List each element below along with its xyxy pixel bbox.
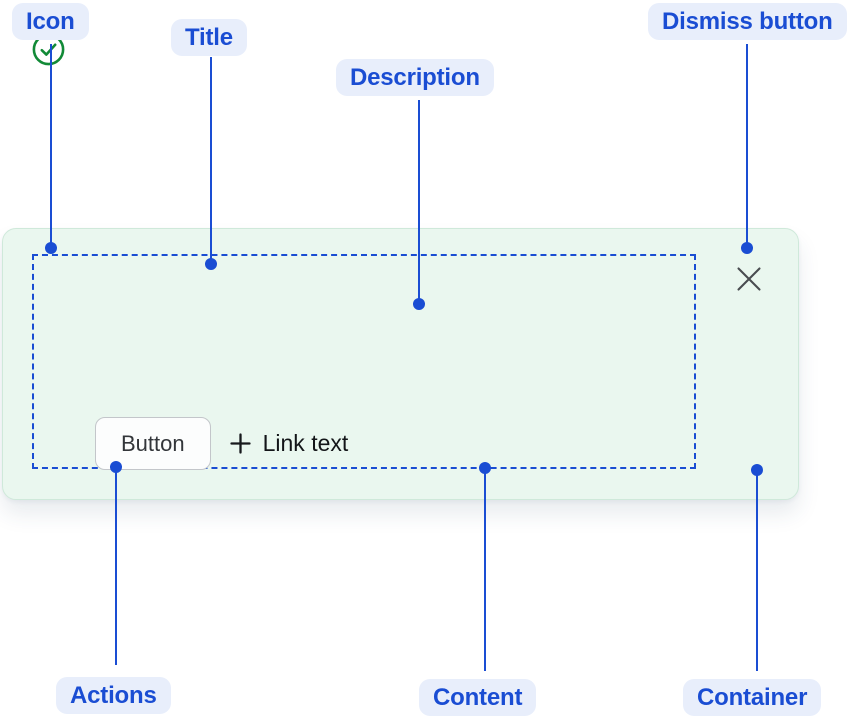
label-dismiss-button: Dismiss button: [648, 3, 847, 40]
connector-line-content: [484, 468, 486, 671]
label-content: Content: [419, 679, 537, 716]
action-link[interactable]: Link text: [229, 430, 349, 457]
action-link-label: Link text: [262, 430, 349, 456]
plus-icon: [229, 432, 252, 455]
connector-dot-container: [751, 464, 763, 476]
dismiss-button[interactable]: [733, 263, 764, 294]
notification-actions: Button Link text: [95, 417, 348, 470]
notification-content-outline: [32, 254, 696, 469]
label-actions: Actions: [56, 677, 171, 714]
connector-line-icon: [50, 44, 52, 248]
connector-dot-icon: [45, 242, 57, 254]
label-icon: Icon: [12, 3, 89, 40]
connector-line-description: [418, 100, 420, 304]
connector-dot-description: [413, 298, 425, 310]
connector-line-dismiss: [746, 44, 748, 248]
connector-dot-dismiss: [741, 242, 753, 254]
connector-dot-title: [205, 258, 217, 270]
connector-line-actions: [115, 467, 117, 665]
close-icon: [736, 266, 761, 291]
label-description: Description: [336, 59, 494, 96]
connector-dot-actions: [110, 461, 122, 473]
label-container: Container: [683, 679, 822, 716]
connector-line-container: [756, 470, 758, 671]
label-title: Title: [171, 19, 247, 56]
connector-dot-content: [479, 462, 491, 474]
connector-line-title: [210, 57, 212, 264]
